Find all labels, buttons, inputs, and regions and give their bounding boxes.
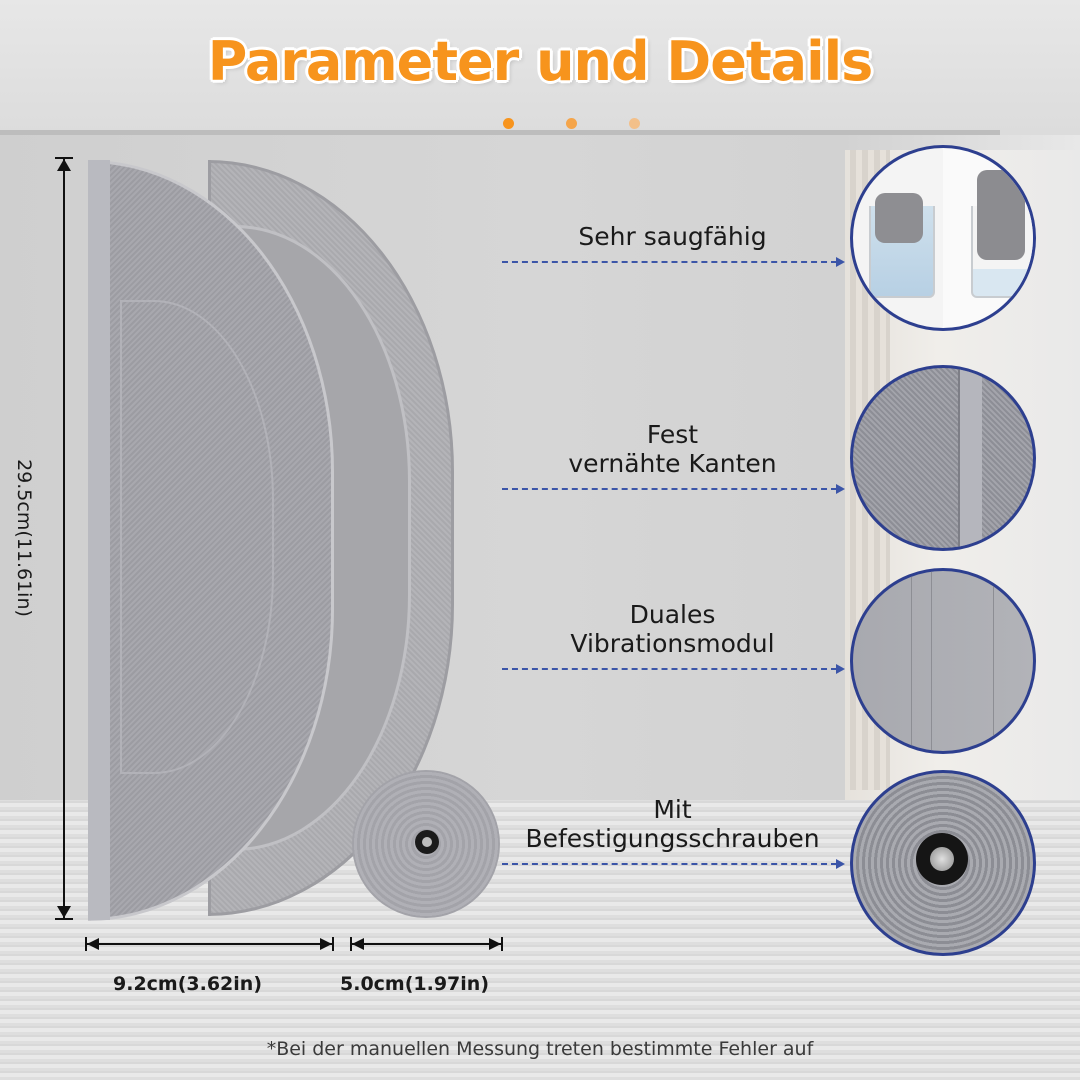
- feature-label: Fest: [646, 420, 699, 449]
- dashed-arrow-icon: [500, 484, 845, 494]
- feature-label: Vibrationsmodul: [570, 629, 775, 658]
- dashed-arrow-icon: [500, 664, 845, 674]
- dashed-arrow-icon: [500, 859, 845, 869]
- cloth-absorbing: [977, 170, 1025, 260]
- dual-vibration-module-image: [850, 568, 1036, 754]
- feature-label: Befestigungsschrauben: [525, 824, 820, 853]
- stitched-seam: [958, 368, 982, 548]
- height-dimension-cap-bottom: [55, 918, 73, 920]
- arrow-right-icon: [489, 938, 501, 950]
- measurement-footnote: *Bei der manuellen Messung treten bestim…: [266, 1038, 814, 1060]
- cloth-in-glass: [875, 193, 923, 243]
- disc-width-label: 5.0cm(1.97in): [340, 973, 490, 995]
- arrow-down-icon: [57, 906, 71, 918]
- stitched-edges-image: [850, 365, 1036, 551]
- screw-icon: [916, 833, 968, 885]
- page-title: Parameter und Details: [207, 30, 874, 93]
- feature-label: vernähte Kanten: [568, 449, 777, 478]
- arrow-right-icon: [320, 938, 332, 950]
- absorbency-glasses-image: [850, 145, 1036, 331]
- height-dimension-cap-top: [55, 157, 73, 159]
- mop-pad-front-strip: [88, 160, 110, 920]
- mounting-screw-image: [850, 770, 1036, 956]
- arrow-up-icon: [57, 159, 71, 171]
- feature-absorbent: Sehr saugfähig: [500, 222, 845, 267]
- dashed-arrow-icon: [500, 257, 845, 267]
- pad-width-label: 9.2cm(3.62in): [113, 973, 263, 995]
- feature-stitched-edges: Fest vernähte Kanten: [500, 420, 845, 494]
- feature-mounting-screws: Mit Befestigungsschrauben: [500, 795, 845, 869]
- screw-icon: [415, 830, 439, 854]
- dot-3: [629, 118, 640, 129]
- feature-label: Duales: [629, 600, 716, 629]
- pad-width-dimension-line: [85, 937, 334, 951]
- wall-edge: [0, 130, 1000, 138]
- title-dots: [503, 118, 640, 129]
- height-dimension-line: [63, 158, 65, 920]
- feature-label: Mit: [653, 795, 692, 824]
- dot-1: [503, 118, 514, 129]
- header-background: [0, 0, 1080, 135]
- disc-width-dimension-line: [350, 937, 503, 951]
- feature-dual-vibration: Duales Vibrationsmodul: [500, 600, 845, 674]
- dot-2: [566, 118, 577, 129]
- feature-label: Sehr saugfähig: [578, 222, 767, 251]
